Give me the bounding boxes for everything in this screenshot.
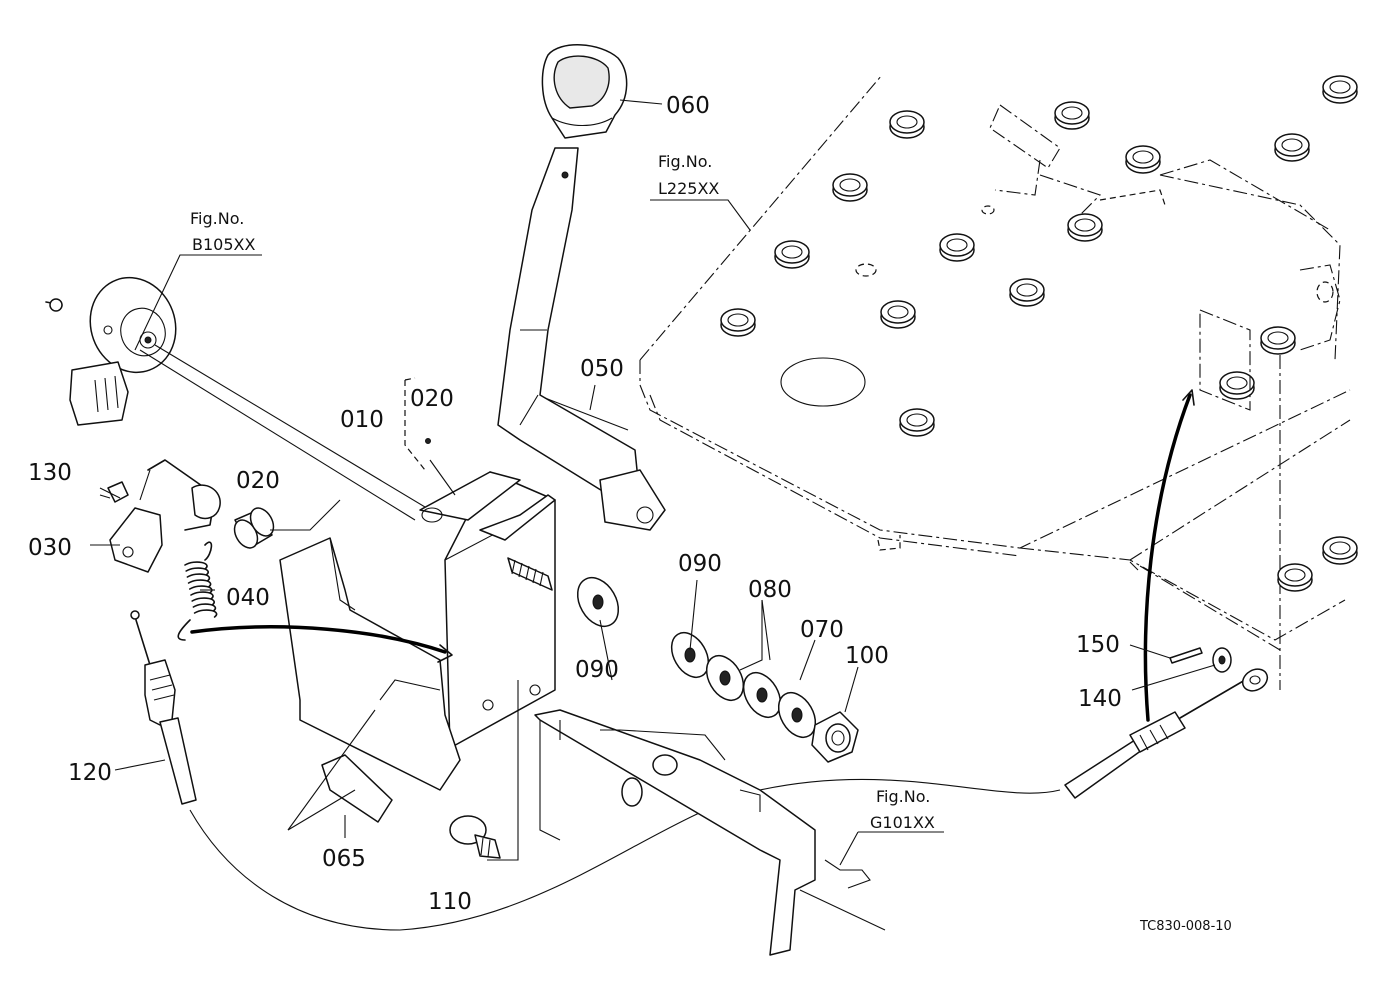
figure-ref-b105: Fig.No. B105XX — [190, 209, 255, 254]
label-030: 030 — [28, 535, 72, 561]
cable-right-end — [1064, 389, 1269, 799]
grommet — [899, 408, 935, 437]
fig-l225-title: Fig.No. — [658, 152, 712, 171]
grommet — [939, 233, 975, 262]
top-right-bracket — [989, 104, 1341, 411]
washer-stack — [670, 631, 817, 739]
bracket-030 — [109, 459, 221, 573]
cable-120 — [130, 610, 1061, 931]
grommet — [1009, 278, 1045, 307]
part-labels: 060 050 010 020 020 130 030 040 120 065 … — [28, 93, 1122, 915]
figure-ref-l225: Fig.No. L225XX — [658, 152, 719, 198]
label-060: 060 — [666, 93, 710, 119]
grommet — [1260, 326, 1296, 355]
grommet — [1322, 536, 1358, 565]
grommet — [1322, 75, 1358, 104]
label-150: 150 — [1076, 632, 1120, 658]
washer-080-b — [742, 671, 782, 719]
drawing-code: TC830-008-10 — [1139, 919, 1232, 934]
leader-lines — [90, 99, 1216, 866]
spring-040 — [177, 541, 218, 641]
label-065: 065 — [322, 846, 366, 872]
fig-l225-code: L225XX — [658, 179, 719, 198]
floor-plate — [639, 74, 1351, 690]
grommet — [1067, 213, 1103, 242]
lower-frame — [534, 709, 886, 956]
grommet — [1125, 145, 1161, 174]
grommet — [889, 110, 925, 139]
grommet — [880, 300, 916, 329]
main-bracket — [419, 471, 556, 749]
grommet — [720, 308, 756, 337]
label-110: 110 — [428, 889, 472, 915]
fig-b105-title: Fig.No. — [190, 209, 244, 228]
label-080: 080 — [748, 577, 792, 603]
lever-knob — [541, 44, 628, 139]
shift-lever — [497, 147, 666, 531]
label-070: 070 — [800, 617, 844, 643]
grommets — [720, 75, 1358, 592]
figure-ref-g101: Fig.No. G101XX — [870, 787, 935, 832]
label-100: 100 — [845, 643, 889, 669]
label-020-upper: 020 — [410, 386, 454, 412]
washer-070 — [777, 691, 817, 739]
grommet — [1274, 133, 1310, 162]
washer-080-a — [705, 654, 745, 702]
label-140: 140 — [1078, 686, 1122, 712]
label-090-middle: 090 — [678, 551, 722, 577]
nut-100 — [811, 711, 859, 763]
rotary-sensor — [45, 276, 431, 521]
block-065 — [321, 754, 393, 823]
side-plate — [190, 537, 461, 791]
label-040: 040 — [226, 585, 270, 611]
bushing-020 — [233, 507, 275, 549]
grommet — [774, 240, 810, 269]
fig-g101-code: G101XX — [870, 813, 935, 832]
label-130: 130 — [28, 460, 72, 486]
bolt-130 — [99, 481, 129, 503]
grommet — [1054, 101, 1090, 130]
grommet — [832, 173, 868, 202]
fig-g101-title: Fig.No. — [876, 787, 930, 806]
label-010: 010 — [340, 407, 384, 433]
washer-090-upper — [576, 577, 620, 627]
label-020-lower: 020 — [236, 468, 280, 494]
adjust-bolt — [507, 557, 553, 591]
bolt-110 — [449, 815, 501, 859]
label-050: 050 — [580, 356, 624, 382]
label-090-upper: 090 — [575, 657, 619, 683]
grommet — [1277, 563, 1313, 592]
spring-coils — [177, 541, 218, 641]
fig-b105-code: B105XX — [192, 235, 255, 254]
grommet — [1219, 371, 1255, 400]
label-120: 120 — [68, 760, 112, 786]
